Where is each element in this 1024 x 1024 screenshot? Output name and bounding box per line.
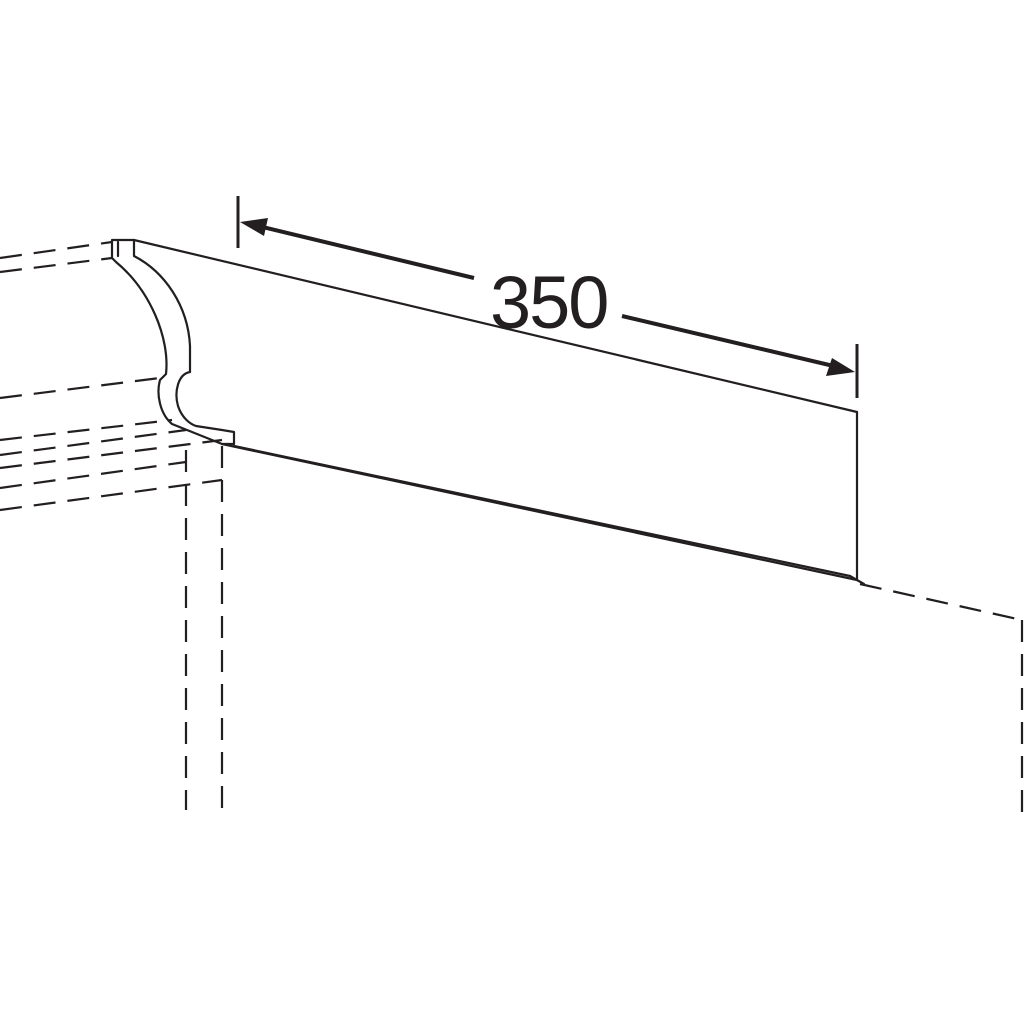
arrowhead-right-icon — [826, 358, 855, 376]
dashed-right-top-edge — [859, 582, 1023, 622]
length-dimension: 350 — [236, 196, 859, 398]
cabinet-hidden-outline — [0, 240, 1024, 820]
cornice-moulding — [110, 238, 866, 586]
moulding-bottom-tip — [848, 574, 866, 586]
arrowhead-left-icon — [240, 218, 268, 236]
dimension-line-right — [621, 314, 843, 370]
moulding-profile — [110, 238, 236, 446]
dashed-top-edge-back — [0, 240, 113, 260]
dashed-cabinet-edge — [0, 478, 223, 512]
dashed-cabinet-top-1 — [0, 418, 173, 442]
dashed-cabinet-top-3 — [0, 438, 223, 470]
dashed-cabinet-inner — [0, 460, 187, 490]
dimension-length-label: 350 — [490, 261, 607, 344]
dashed-cabinet-top-2 — [0, 428, 187, 457]
dimension-line-left — [249, 222, 475, 280]
dashed-mid-edge — [0, 376, 161, 400]
moulding-bottom-lip — [232, 444, 852, 578]
moulding-top-edge — [132, 238, 859, 414]
dashed-top-edge-front — [0, 256, 113, 274]
